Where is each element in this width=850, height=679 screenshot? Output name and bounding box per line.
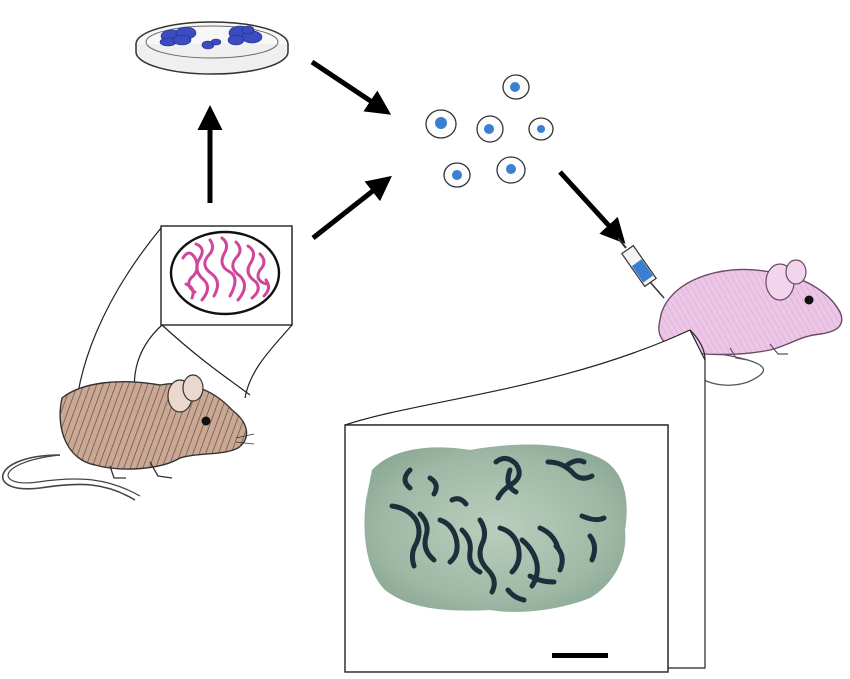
stained-tissue-icon	[344, 424, 669, 673]
arrow-cells-to-recipient	[558, 170, 626, 244]
recipient-mouse-icon	[658, 259, 843, 386]
scale-bar-icon	[552, 653, 608, 658]
arrow-tissue-to-cells	[311, 175, 392, 240]
recipient-callout	[344, 329, 706, 669]
syringe-icon	[617, 237, 665, 299]
petri-dish-icon	[135, 21, 289, 75]
arrow-dish-to-cells	[310, 59, 392, 115]
cell-icon	[425, 74, 554, 188]
testis-section-icon	[160, 225, 293, 326]
donor-mouse-icon	[1, 374, 255, 501]
